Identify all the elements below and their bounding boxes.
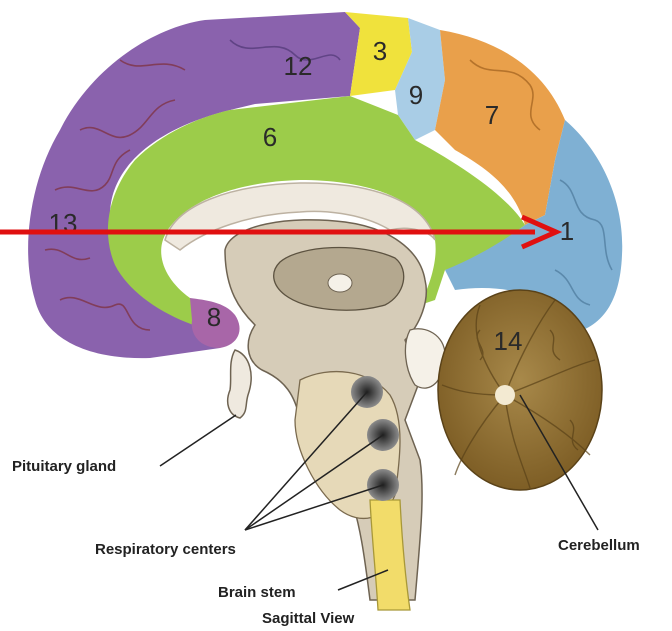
region-label-12: 12 (284, 51, 313, 81)
region-label-1: 1 (560, 216, 574, 246)
third-ventricle-spot (328, 274, 352, 292)
region-label-9: 9 (409, 80, 423, 110)
region-12-motor (205, 12, 360, 110)
region-label-3: 3 (373, 36, 387, 66)
pituitary-gland-label: Pituitary gland (12, 458, 116, 475)
region-label-7: 7 (485, 100, 499, 130)
region-label-6: 6 (263, 122, 277, 152)
pituitary-body (228, 350, 251, 418)
brainstem-structure (225, 220, 445, 610)
pituitary-leader (160, 415, 236, 466)
cerebellum-label: Cerebellum (558, 537, 640, 554)
arbor-vitae-center (495, 385, 515, 405)
region-label-8: 8 (207, 302, 221, 332)
cerebellum (438, 290, 602, 490)
brain-stem-label: Brain stem (218, 584, 296, 601)
sagittal-view-label: Sagittal View (262, 610, 355, 627)
respiratory-centers-label: Respiratory centers (95, 541, 236, 558)
region-label-14: 14 (494, 326, 523, 356)
